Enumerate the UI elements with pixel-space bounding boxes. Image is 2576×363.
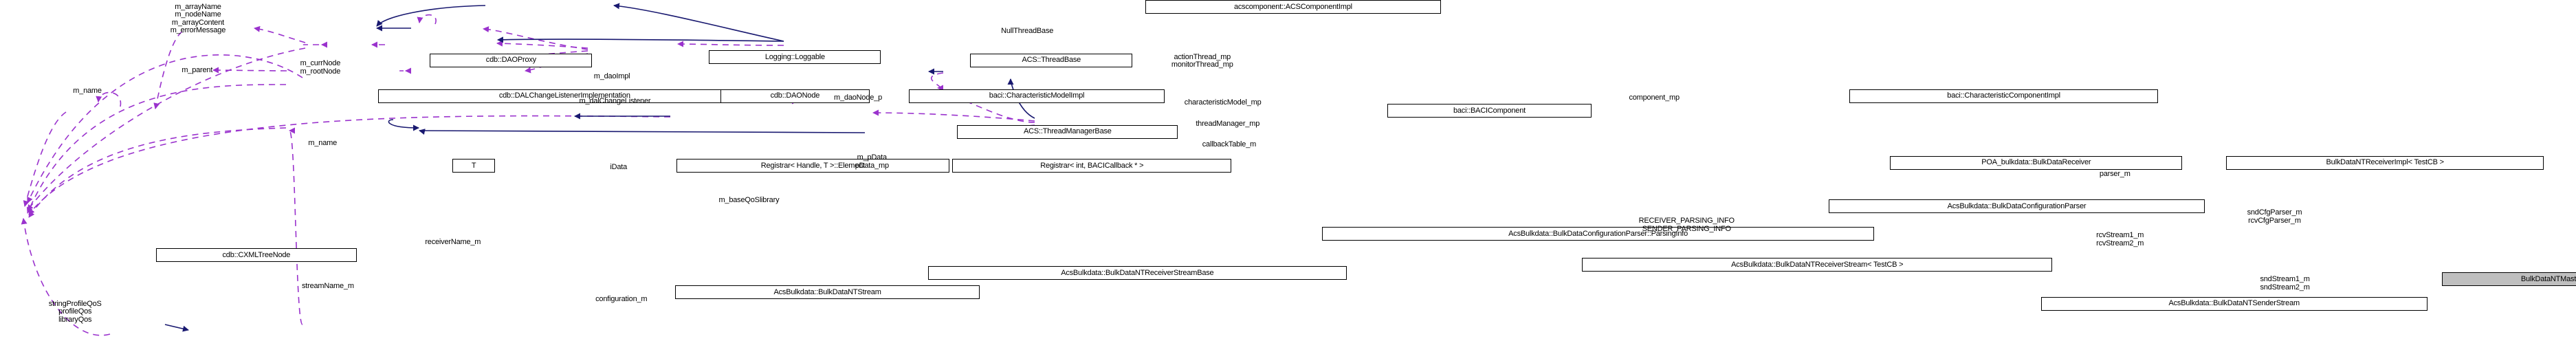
class-node-bulkdantreceiverstream_testcb[interactable]: AcsBulkdata::BulkDataNTReceiverStream< T… (1582, 258, 2053, 272)
class-node-acscomponentimpl[interactable]: acscomponent::ACSComponentImpl (1145, 0, 1441, 14)
class-node-poa_bulkdatareceiver[interactable]: POA_bulkdata::BulkDataReceiver (1890, 155, 2183, 170)
edge-label-lbl-threadmgr: threadManager_mp (1196, 119, 1260, 128)
class-node-registrar_int_a[interactable]: Registrar< int, BACICallback * > (952, 159, 1232, 173)
class-node-bulkdatantreceiverimpl_testcb[interactable]: BulkDataNTReceiverImpl< TestCB > (2225, 155, 2544, 170)
class-node-characteristicmodelimpl[interactable]: baci::CharacteristicModelImpl (908, 89, 1165, 103)
edge-label-lbl-configuration: configuration_m (595, 294, 648, 303)
edge-label-lbl-component-mp: component_mp (1629, 93, 1680, 102)
class-node-bulkdataconfigparser_parsinginfo[interactable]: AcsBulkdata::BulkDataConfigurationParser… (1322, 227, 1874, 241)
class-node-bacicomponent[interactable]: baci::BACIComponent (1387, 104, 1592, 118)
edge-label-lbl-parser-m: parser_m (2099, 169, 2131, 178)
class-node-loggable[interactable]: Logging::Loggable (709, 50, 881, 65)
class-node-threadmanagerbase[interactable]: ACS::ThreadManagerBase (957, 124, 1178, 139)
edge-label-lbl-receivername: receiverName_m (425, 237, 481, 246)
edge-label-lbl-daonode-p: m_daoNode_p (834, 93, 882, 102)
class-node-bulkdatantstream[interactable]: AcsBulkdata::BulkDataNTStream (674, 285, 980, 300)
class-node-registrar_handle[interactable]: Registrar< Handle, T >::Element (676, 159, 949, 173)
class-node-daoproxy[interactable]: cdb::DAOProxy (430, 53, 593, 67)
edge-label-lbl-callback: callbackTable_m (1202, 140, 1257, 149)
edge-label-lbl-name-1: m_name (73, 87, 102, 96)
class-node-daonode[interactable]: cdb::DAONode (720, 89, 870, 103)
class-node-characteristiccomponentimpl[interactable]: baci::CharacteristicComponentImpl (1849, 89, 2158, 103)
edge-label-lbl-dalchange: m_dalChangeListener (579, 96, 651, 105)
class-node-dalchangelistenerimpl[interactable]: cdb::DALChangeListenerImplementation (377, 89, 751, 103)
edge-label-lbl-name-2: m_name (308, 138, 337, 147)
edge-label-lbl-baseqos: m_baseQoSlibrary (718, 195, 780, 204)
edge-label-lbl-nullthread: NullThreadBase (1001, 27, 1054, 36)
class-node-bulkdatantmasterimpl[interactable]: BulkDataNTMasterImpl (2441, 272, 2576, 287)
edge-label-lbl-charmodel: characteristicModel_mp (1184, 98, 1262, 107)
edge-label-lbl-streamname: streamName_m (301, 281, 354, 290)
edge-label-lbl-idata: iData (610, 163, 628, 172)
class-node-threadbase[interactable]: ACS::ThreadBase (970, 53, 1133, 67)
class-node-t[interactable]: T (452, 159, 495, 173)
class-node-cxmltreenode[interactable]: cdb::CXMLTreeNode (155, 248, 357, 263)
class-node-bulkdatantsenderstream[interactable]: AcsBulkdata::BulkDataNTSenderStream (2040, 296, 2428, 311)
edge-label-lbl-parent: m_parent (181, 65, 213, 74)
class-node-bulkdatantreceiverstreambase[interactable]: AcsBulkdata::BulkDataNTReceiverStreamBas… (927, 266, 1347, 280)
edge-label-lbl-daoimpl: m_daoImpl (593, 72, 630, 81)
class-node-bulkdataconfigurationparser[interactable]: AcsBulkdata::BulkDataConfigurationParser (1828, 199, 2205, 214)
